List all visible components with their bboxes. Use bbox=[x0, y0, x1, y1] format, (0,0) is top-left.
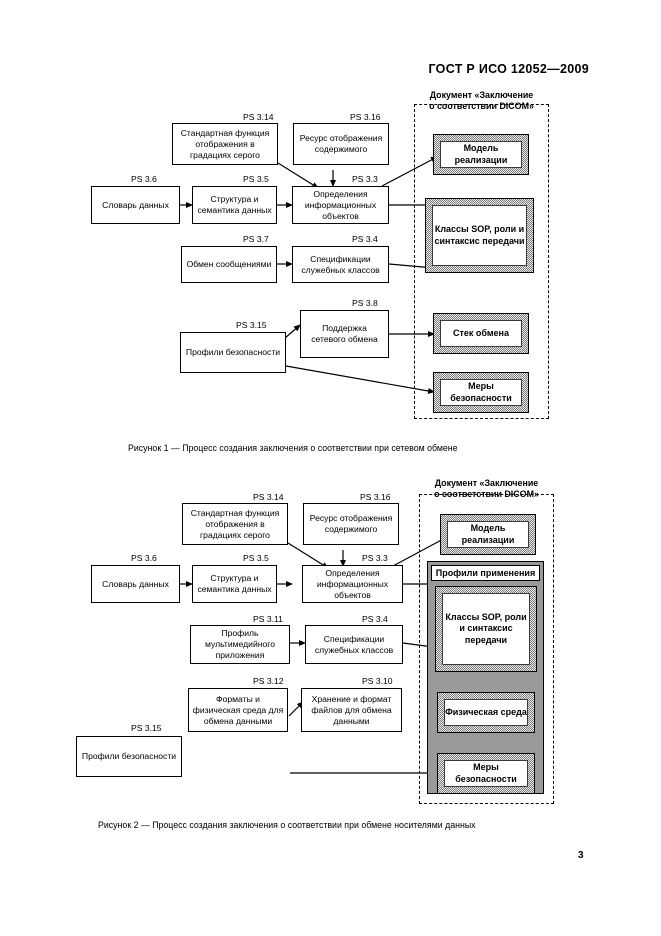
figure1-ps-label-3-8: PS 3.8 bbox=[352, 298, 378, 308]
figure1-result-implementation-model-label: Модель реализации bbox=[440, 141, 522, 168]
figure2-box-multimedia-profile: Профиль мультимедийного приложения bbox=[190, 625, 290, 664]
figure2-document-panel bbox=[419, 494, 554, 804]
figure2-panel-title-line2: о соответствии DICOM» bbox=[434, 489, 539, 499]
figure1-ps-label-3-7: PS 3.7 bbox=[243, 234, 269, 244]
figure1-result-security-measures: Меры безопасности bbox=[433, 372, 529, 413]
figure2-result-sop-classes-label: Классы SOP, роли и синтаксис передачи bbox=[442, 593, 530, 665]
figure1-result-sop-classes-label: Классы SOP, роли и синтаксис передачи bbox=[432, 205, 527, 266]
figure2-box-information-objects: Определения информационных объектов bbox=[302, 565, 403, 603]
figure2-ps-label-3-4: PS 3.4 bbox=[362, 614, 388, 624]
figure1-box-network-support: Поддержка сетевого обмена bbox=[300, 310, 389, 358]
figure2-result-security-measures: Меры безопасности bbox=[437, 753, 535, 794]
figure1-result-exchange-stack-label: Стек обмена bbox=[440, 320, 522, 347]
figure1-result-exchange-stack: Стек обмена bbox=[433, 313, 529, 354]
figure1-result-implementation-model: Модель реализации bbox=[433, 134, 529, 175]
figure1-ps-label-3-15: PS 3.15 bbox=[236, 320, 267, 330]
figure2-box-security-profiles: Профили безопасности bbox=[76, 736, 182, 777]
figure1-result-security-measures-label: Меры безопасности bbox=[440, 379, 522, 406]
figure1-panel-title-line2: о соответствии DICOM» bbox=[429, 101, 534, 111]
figure2-box-storage-file-format: Хранение и формат файлов для обмена данн… bbox=[301, 688, 402, 732]
figure1-panel-title: Документ «Заключение о соответствии DICO… bbox=[414, 90, 549, 112]
figure1-box-data-dictionary: Словарь данных bbox=[91, 186, 180, 224]
figure2-box-display-function: Стандартная функция отображения в градац… bbox=[182, 503, 288, 545]
figure1-ps-label-3-14: PS 3.14 bbox=[243, 112, 274, 122]
figure1-caption: Рисунок 1 — Процесс создания заключения … bbox=[128, 443, 458, 453]
figure1-box-content-mapping: Ресурс отображения содержимого bbox=[293, 123, 389, 165]
figure2-application-profiles-label: Профили применения bbox=[431, 565, 540, 581]
figure2-box-data-structure: Структура и семантика данных bbox=[192, 565, 277, 603]
figure2-ps-label-3-12: PS 3.12 bbox=[253, 676, 284, 686]
figure2-ps-label-3-6: PS 3.6 bbox=[131, 553, 157, 563]
figure2-box-service-classes: Спецификации служебных классов bbox=[305, 625, 403, 664]
figure2-panel-title-line1: Документ «Заключение bbox=[434, 478, 539, 488]
figure2-result-sop-classes: Классы SOP, роли и синтаксис передачи bbox=[435, 586, 537, 672]
figure1-box-information-objects: Определения информационных объектов bbox=[292, 186, 389, 224]
figure1-box-display-function: Стандартная функция отображения в градац… bbox=[172, 123, 278, 165]
figure2-ps-label-3-3: PS 3.3 bbox=[362, 553, 388, 563]
figure1-box-service-classes: Спецификации служебных классов bbox=[292, 246, 389, 283]
figure1-box-security-profiles: Профили безопасности bbox=[180, 332, 286, 373]
figure2-ps-label-3-15: PS 3.15 bbox=[131, 723, 162, 733]
figure1-document-panel bbox=[414, 104, 549, 419]
figure2-result-security-measures-label: Меры безопасности bbox=[444, 760, 528, 787]
figure2-box-data-dictionary: Словарь данных bbox=[91, 565, 180, 603]
figure2-result-implementation-model: Модель реализации bbox=[440, 514, 536, 555]
figure1-ps-label-3-5: PS 3.5 bbox=[243, 174, 269, 184]
figure2-result-physical-media: Физическая среда bbox=[437, 692, 535, 733]
figure2-ps-label-3-10: PS 3.10 bbox=[362, 676, 393, 686]
document-standard-header: ГОСТ Р ИСО 12052—2009 bbox=[428, 62, 589, 76]
figure2-ps-label-3-11: PS 3.11 bbox=[253, 614, 283, 624]
figure2-panel-title: Документ «Заключение о соответствии DICO… bbox=[419, 478, 554, 500]
figure1-ps-label-3-3: PS 3.3 bbox=[352, 174, 378, 184]
figure2-ps-label-3-14: PS 3.14 bbox=[253, 492, 284, 502]
figure2-result-implementation-model-label: Модель реализации bbox=[447, 521, 529, 548]
figure2-caption: Рисунок 2 — Процесс создания заключения … bbox=[98, 820, 476, 830]
figure1-ps-label-3-16: PS 3.16 bbox=[350, 112, 381, 122]
figure1-box-data-structure: Структура и семантика данных bbox=[192, 186, 277, 224]
figure1-result-sop-classes: Классы SOP, роли и синтаксис передачи bbox=[425, 198, 534, 273]
page-number: 3 bbox=[578, 850, 584, 861]
figure2-ps-label-3-16: PS 3.16 bbox=[360, 492, 391, 502]
figure2-ps-label-3-5: PS 3.5 bbox=[243, 553, 269, 563]
figure1-ps-label-3-6: PS 3.6 bbox=[131, 174, 157, 184]
figure1-ps-label-3-4: PS 3.4 bbox=[352, 234, 378, 244]
figure2-box-formats-media: Форматы и физическая среда для обмена да… bbox=[188, 688, 288, 732]
figure1-box-message-exchange: Обмен сообщениями bbox=[181, 246, 277, 283]
figure1-panel-title-line1: Документ «Заключение bbox=[429, 90, 534, 100]
figure2-box-content-mapping: Ресурс отображения содержимого bbox=[303, 503, 399, 545]
figure2-result-physical-media-label: Физическая среда bbox=[444, 699, 528, 726]
